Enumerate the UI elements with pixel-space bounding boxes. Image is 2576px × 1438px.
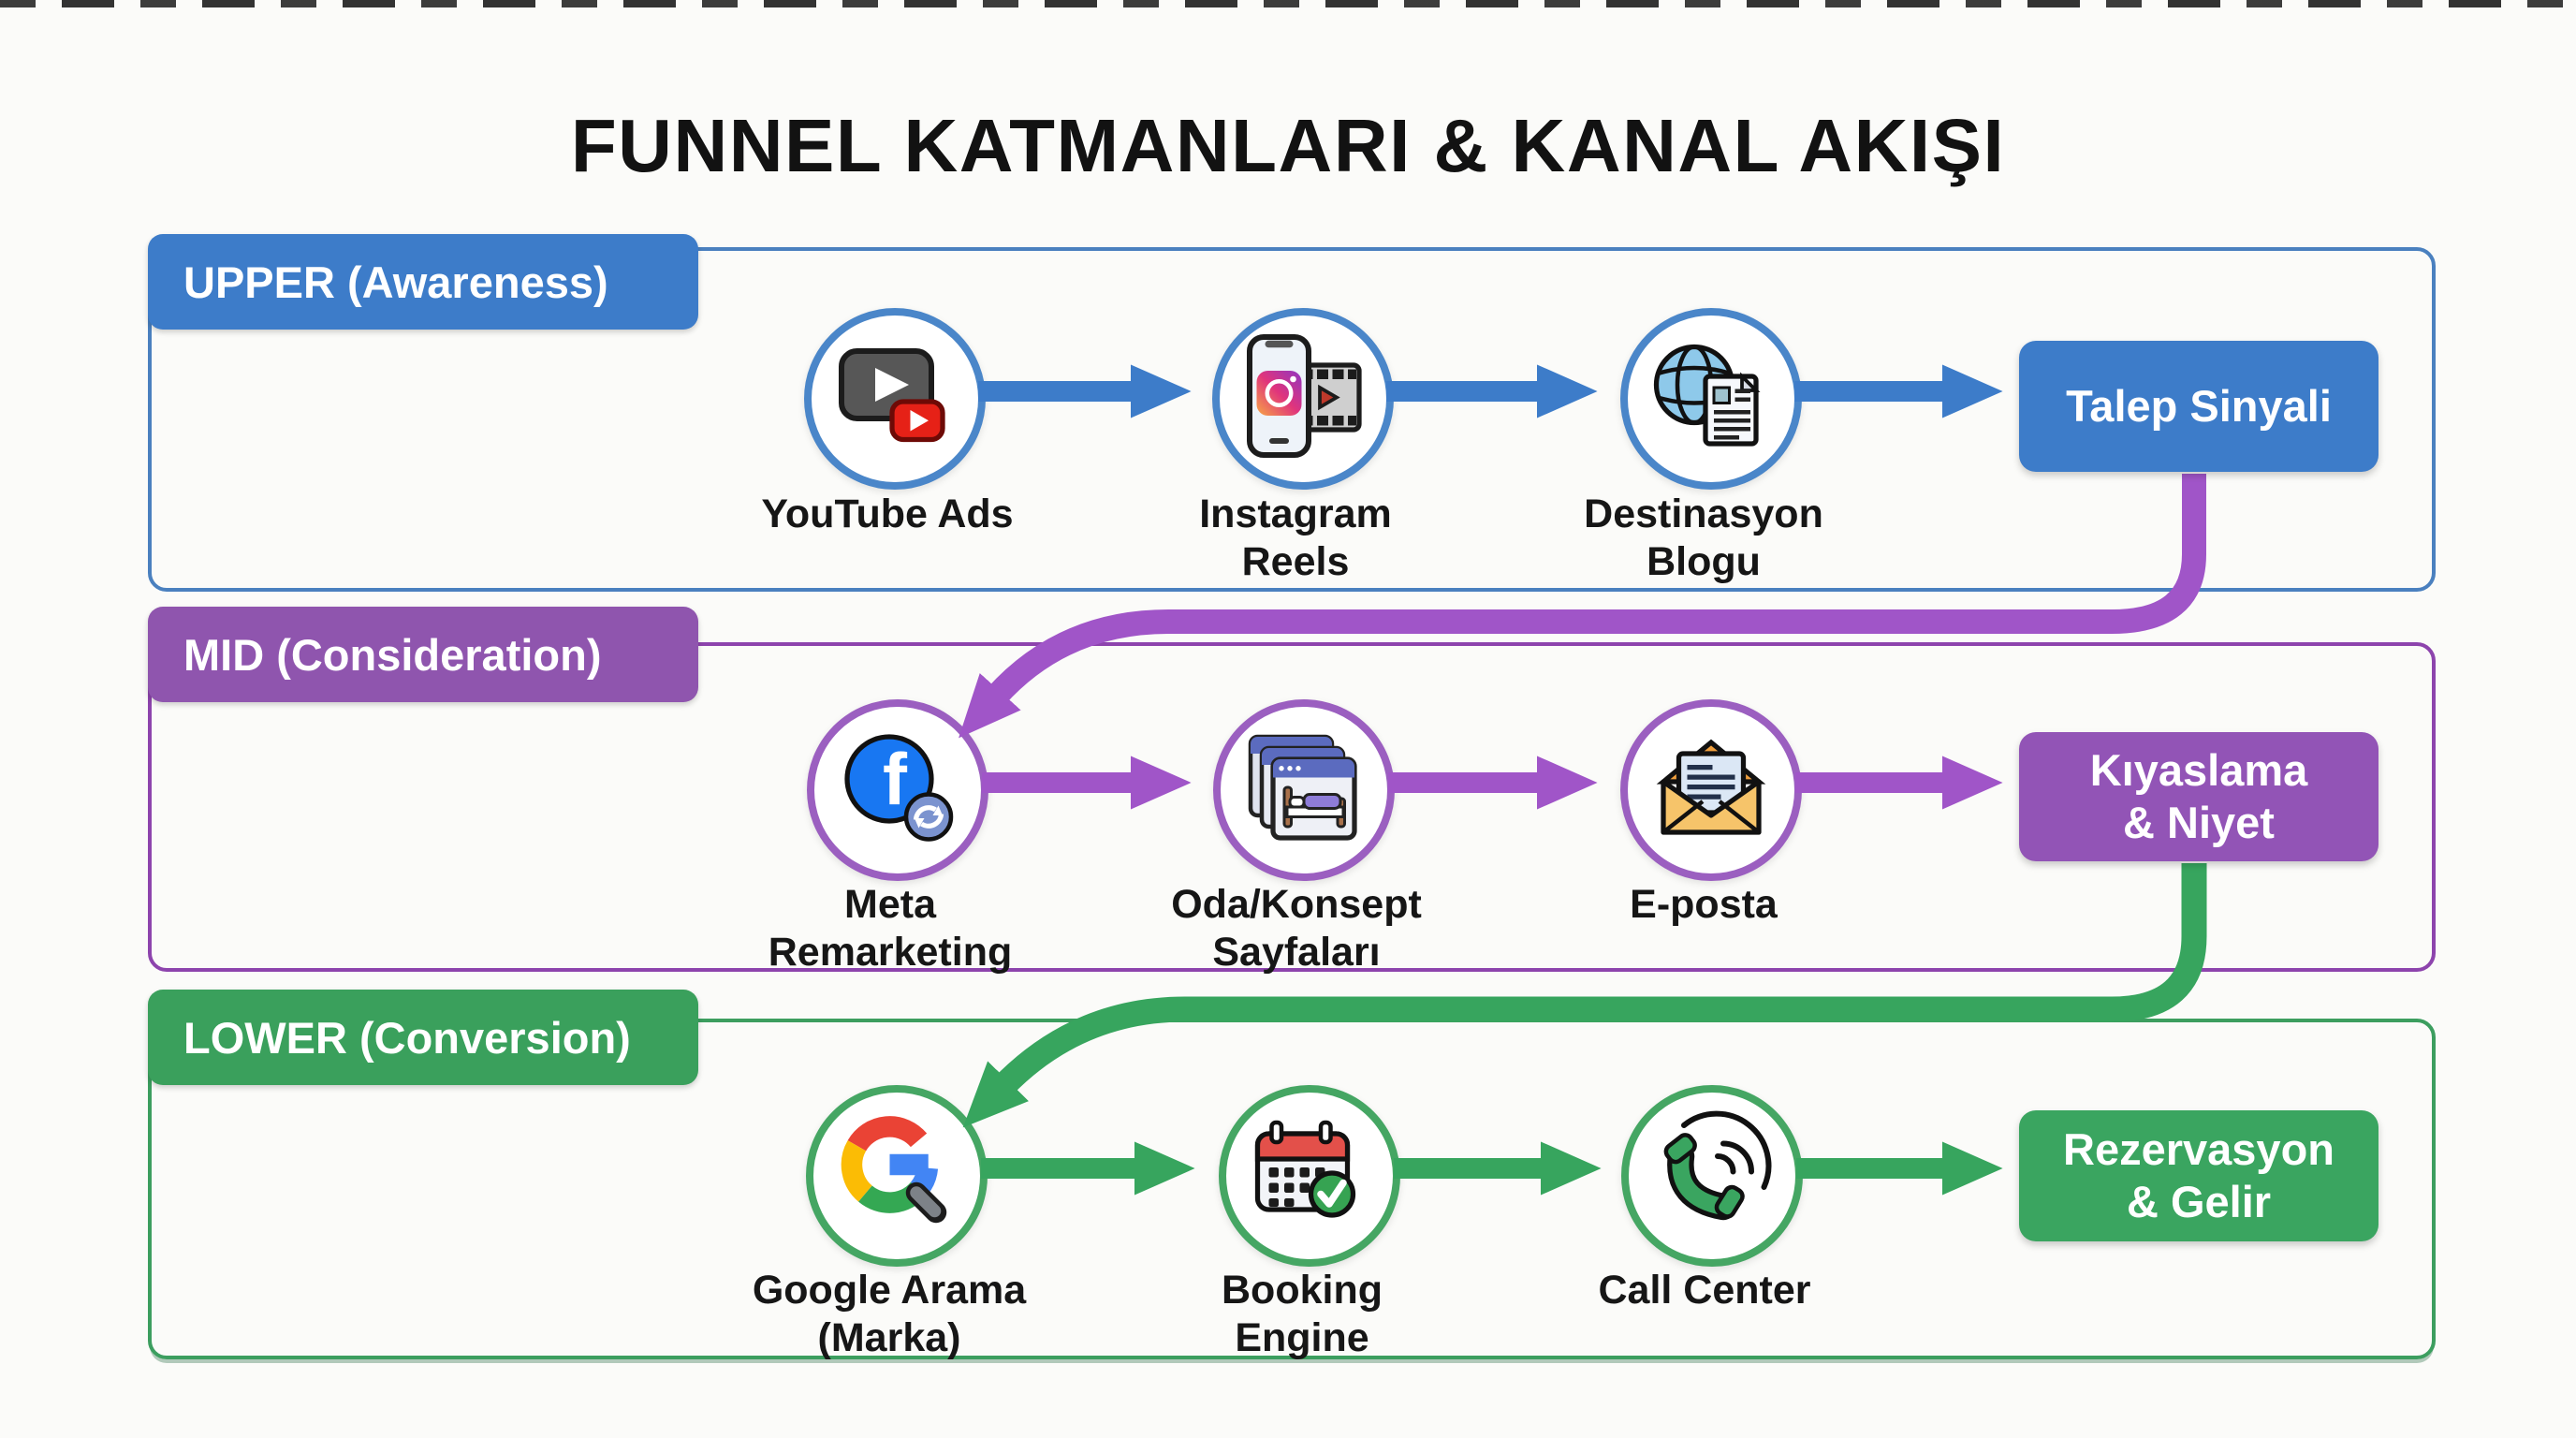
youtube-ads-icon: [839, 348, 945, 443]
node-label-google-search: Google Arama (Marka): [752, 1268, 1027, 1360]
node-label-meta-remarketing: Meta Remarketing: [768, 882, 1013, 975]
call-center-icon: [1663, 1110, 1772, 1221]
destination-blog-icon: [1653, 344, 1761, 447]
svg-text:f: f: [883, 738, 908, 820]
node-call-center: [1621, 1085, 1803, 1267]
node-destination-blog: [1620, 308, 1802, 490]
node-booking-engine: [1219, 1085, 1400, 1267]
node-room-concept-pages: [1213, 699, 1395, 881]
page-title: FUNNEL KATMANLARI & KANAL AKIŞI: [570, 104, 2006, 187]
node-label-destination-blog: Destinasyon Blogu: [1584, 492, 1823, 584]
node-email: [1620, 699, 1802, 881]
node-label-youtube-ads: YouTube Ads: [761, 492, 1014, 536]
node-label-email: E-posta: [1630, 882, 1778, 927]
section-label-mid: MID (Consideration): [148, 607, 698, 702]
section-label-upper: UPPER (Awareness): [148, 234, 698, 330]
node-youtube-ads: [804, 308, 986, 490]
node-label-instagram-reels: Instagram Reels: [1199, 492, 1392, 584]
node-meta-remarketing: f: [807, 699, 988, 881]
meta-remarketing-icon: f: [844, 734, 954, 842]
instagram-reels-icon: [1247, 334, 1362, 458]
booking-engine-icon: [1254, 1120, 1356, 1218]
node-instagram-reels: [1212, 308, 1394, 490]
outcome-rezervasyon-gelir: Rezervasyon & Gelir: [2019, 1110, 2378, 1241]
section-label-lower: LOWER (Conversion): [148, 990, 698, 1085]
node-google-search: [806, 1085, 988, 1267]
outcome-kiyaslama-niyet: Kıyaslama & Niyet: [2019, 732, 2378, 861]
torn-edge-decoration: [0, 0, 2576, 7]
node-label-call-center: Call Center: [1598, 1268, 1811, 1313]
room-concept-pages-icon: [1248, 734, 1357, 841]
node-label-booking-engine: Booking Engine: [1222, 1268, 1383, 1360]
node-label-room-concept: Oda/Konsept Sayfaları: [1171, 882, 1422, 975]
outcome-talep-sinyali: Talep Sinyali: [2019, 341, 2378, 472]
email-icon: [1656, 739, 1766, 835]
google-search-icon: [841, 1116, 947, 1224]
